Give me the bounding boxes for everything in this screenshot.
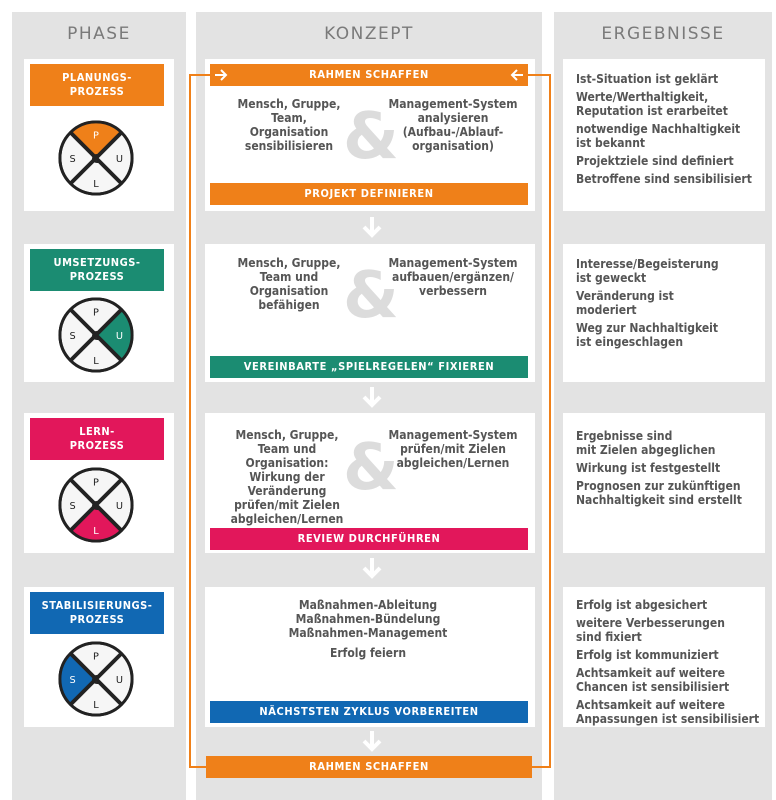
svg-text:S: S [69,331,75,342]
svg-text:P: P [93,478,99,489]
result-item: Achtsamkeit auf weitere Anpassungen ist … [576,698,760,726]
results-list-4: Erfolg ist abgesichert weitere Verbesser… [576,598,764,730]
bar-projekt-definieren: PROJEKT DEFINIEREN [210,183,528,205]
svg-text:S: S [69,154,75,165]
svg-text:L: L [93,526,99,537]
konzept-center-line: Maßnahmen-Bündelung [295,612,441,626]
svg-text:L: L [93,356,99,367]
pdca-wheel-icon: P U L S C [58,120,134,196]
konzept-right-text: Management-System analysieren (Aufbau-/A… [388,97,518,153]
konzept-center-text: Maßnahmen-Ableitung Maßnahmen-Bündelung … [208,598,528,660]
bar-review-durchfuehren: REVIEW DURCHFÜHREN [210,528,528,550]
result-item: Ergebnisse sind mit Zielen abgeglichen [576,429,716,457]
konzept-right-text: Management-System aufbauen/ergänzen/ ver… [388,256,518,298]
result-item: Achtsamkeit auf weitere Chancen ist sens… [576,666,730,694]
phase-label-stabilisierung: STABILISIERUNGS- PROZESS [30,592,164,634]
svg-text:L: L [93,700,99,711]
result-box-4 [563,587,765,727]
result-item: notwendige Nachhaltigkeit ist bekannt [576,122,741,150]
phase-label-planung: PLANUNGS- PROZESS [30,64,164,106]
svg-text:P: P [93,652,99,663]
result-item: Werte/Werthaltigkeit, Reputation ist era… [576,90,728,118]
svg-text:C: C [91,151,100,166]
result-item: Weg zur Nachhaltigkeit ist eingeschlagen [576,321,719,349]
arrow-left-icon [510,69,523,81]
result-item: Erfolg ist kommuniziert [576,648,719,662]
konzept-left-text: Mensch, Gruppe, Team und Organisation be… [237,256,341,312]
result-item: Veränderung ist moderiert [576,289,674,317]
konzept-right-text: Management-System prüfen/mit Zielen abgl… [388,428,518,470]
result-item: Betroffene sind sensibilisiert [576,172,752,186]
results-list-1: Ist-Situation ist geklärt Werte/Werthalt… [576,72,764,190]
konzept-left-text: Mensch, Gruppe, Team, Organisation sensi… [237,97,341,153]
svg-text:U: U [116,154,123,165]
result-item: Prognosen zur zukünftigen Nachhaltigkeit… [576,479,742,507]
svg-text:C: C [91,672,100,687]
svg-text:U: U [116,331,123,342]
svg-text:L: L [93,179,99,190]
svg-text:C: C [91,328,100,343]
result-box-1 [563,59,765,211]
result-box-2 [563,244,765,382]
result-item: Projektziele sind definiert [576,154,734,168]
phase-label-lern: LERN- PROZESS [30,418,164,460]
pdca-wheel-icon: P U L S C [58,297,134,373]
svg-text:P: P [93,131,99,142]
svg-text:S: S [69,675,75,686]
konzept-center-line: Maßnahmen-Management [288,626,448,640]
bar-naechsten-zyklus: NÄCHSTSTEN ZYKLUS VORBEREITEN [210,701,528,723]
arrow-right-icon [215,69,228,81]
ampersand: & [343,259,399,333]
arrow-down-icon [362,217,382,238]
konzept-center-line: Erfolg feiern [329,646,407,660]
bottom-bar-rahmen-schaffen: RAHMEN SCHAFFEN [206,756,532,778]
results-list-3: Ergebnisse sind mit Zielen abgeglichen W… [576,429,764,511]
result-box-3 [563,413,765,553]
arrow-down-icon [362,731,382,752]
konzept-left-text: Mensch, Gruppe, Team und Organisation: W… [230,428,344,526]
bar-spielregeln-fixieren: VEREINBARTE „SPIELREGELEN“ FIXIEREN [210,356,528,378]
ergebnisse-header: ERGEBNISSE [601,24,725,44]
result-item: Wirkung ist festgestellt [576,461,721,475]
svg-text:U: U [116,675,123,686]
pdca-wheel-icon: P U L S C [58,641,134,717]
svg-text:S: S [69,501,75,512]
svg-text:C: C [91,498,100,513]
svg-text:U: U [116,501,123,512]
result-item: Ist-Situation ist geklärt [576,72,719,86]
arrow-down-icon [362,558,382,579]
top-bar-rahmen-schaffen: RAHMEN SCHAFFEN [210,64,528,86]
konzept-center-line: Maßnahmen-Ableitung [298,598,438,612]
result-item: Erfolg ist abgesichert [576,598,708,612]
konzept-header: KONZEPT [324,24,414,44]
pdca-wheel-icon: P U L S C [58,467,134,543]
results-list-2: Interesse/Begeisterung ist geweckt Verän… [576,257,764,353]
result-item: Interesse/Begeisterung ist geweckt [576,257,719,285]
ampersand: & [343,100,399,174]
phase-label-umsetzung: UMSETZUNGS- PROZESS [30,249,164,291]
result-item: weitere Verbesserungen sind fixiert [576,616,725,644]
ampersand: & [343,431,399,505]
phase-header: PHASE [67,24,131,44]
svg-text:P: P [93,308,99,319]
arrow-down-icon [362,387,382,408]
